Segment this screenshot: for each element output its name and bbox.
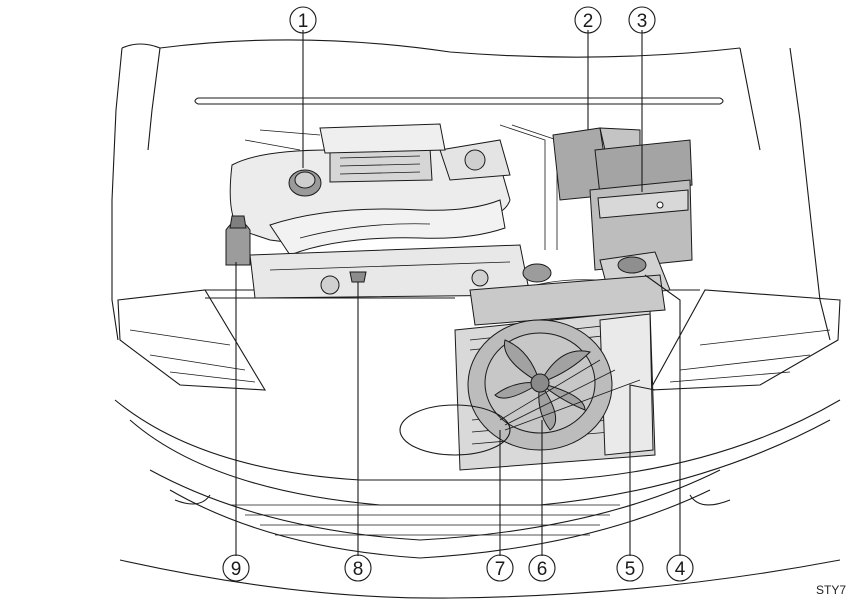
figure-reference-code: STY7	[816, 583, 846, 597]
callout-label: 7	[495, 559, 506, 580]
brake-fluid-reservoir	[225, 215, 251, 266]
leader-lines	[235, 30, 681, 556]
engine-oil-dipstick	[349, 271, 367, 556]
callout-1: 1	[289, 6, 317, 34]
engine-oil-filler-cap	[288, 169, 322, 197]
callout-label: 1	[298, 11, 309, 32]
callout-5: 5	[616, 554, 644, 582]
battery	[589, 139, 693, 271]
car-body	[111, 39, 841, 599]
callout-7: 7	[486, 554, 514, 582]
callout-6: 6	[528, 554, 556, 582]
callout-3: 3	[628, 6, 656, 34]
callout-label: 4	[675, 559, 686, 580]
callout-label: 6	[537, 559, 548, 580]
engine-block	[229, 123, 558, 299]
callout-label: 8	[353, 559, 364, 580]
callout-label: 5	[625, 559, 636, 580]
callout-9: 9	[222, 554, 250, 582]
cooling-fan	[467, 319, 613, 451]
callout-label: 9	[231, 559, 242, 580]
callout-label: 3	[637, 11, 648, 32]
callout-4: 4	[666, 554, 694, 582]
highlight-loop	[399, 404, 511, 456]
callout-label: 2	[583, 11, 594, 32]
callout-2: 2	[574, 6, 602, 34]
callout-8: 8	[344, 554, 372, 582]
